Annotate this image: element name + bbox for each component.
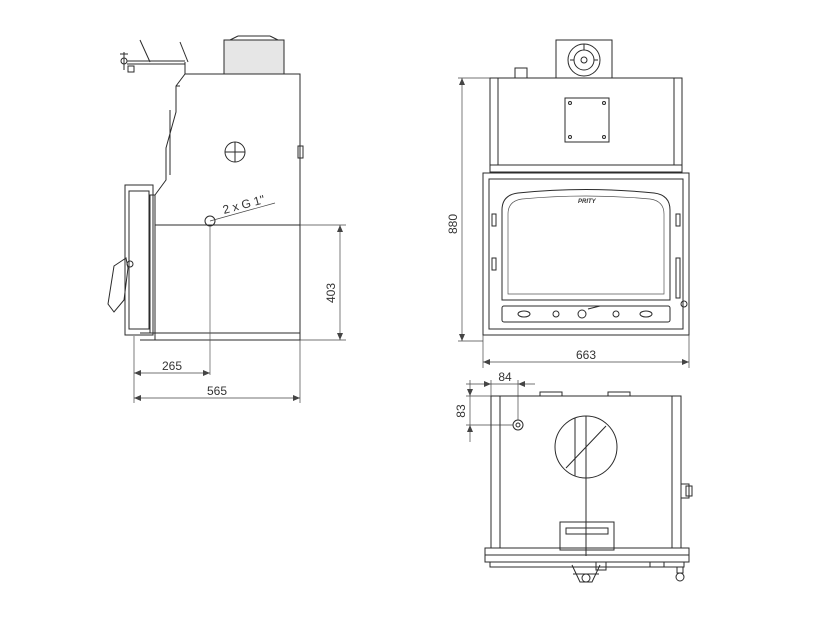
side-flue-collar xyxy=(223,39,285,75)
pipe-label: 2 x G 1" xyxy=(221,192,266,217)
dim-front-width: 663 xyxy=(576,348,596,362)
dim-top-offset-x: 84 xyxy=(498,370,512,384)
front-door-frame xyxy=(482,172,690,336)
dim-side-height: 403 xyxy=(324,283,338,303)
dim-side-depth-total: 565 xyxy=(207,384,227,398)
top-view: 84 83 xyxy=(454,370,693,583)
side-lower-box xyxy=(154,224,301,341)
side-view: 2 x G 1" 403 265 565 xyxy=(107,35,346,403)
dim-side-depth-partial: 265 xyxy=(162,359,182,373)
side-port xyxy=(224,141,246,163)
front-glass-window xyxy=(501,189,671,301)
front-view: PRITY 880 663 xyxy=(446,39,690,368)
front-air-control xyxy=(501,305,671,323)
top-pipe-connection xyxy=(512,419,524,431)
dim-top-offset-y: 83 xyxy=(454,404,468,418)
dim-front-height: 880 xyxy=(446,214,460,234)
brand-mark: PRITY xyxy=(578,199,597,205)
side-body xyxy=(154,73,301,226)
front-flue-collar xyxy=(555,39,613,79)
side-valve-handle xyxy=(120,39,189,73)
front-upper-housing xyxy=(489,77,683,173)
top-flue-opening xyxy=(554,415,618,556)
side-door xyxy=(107,184,156,336)
front-inspection-plate xyxy=(564,97,610,143)
